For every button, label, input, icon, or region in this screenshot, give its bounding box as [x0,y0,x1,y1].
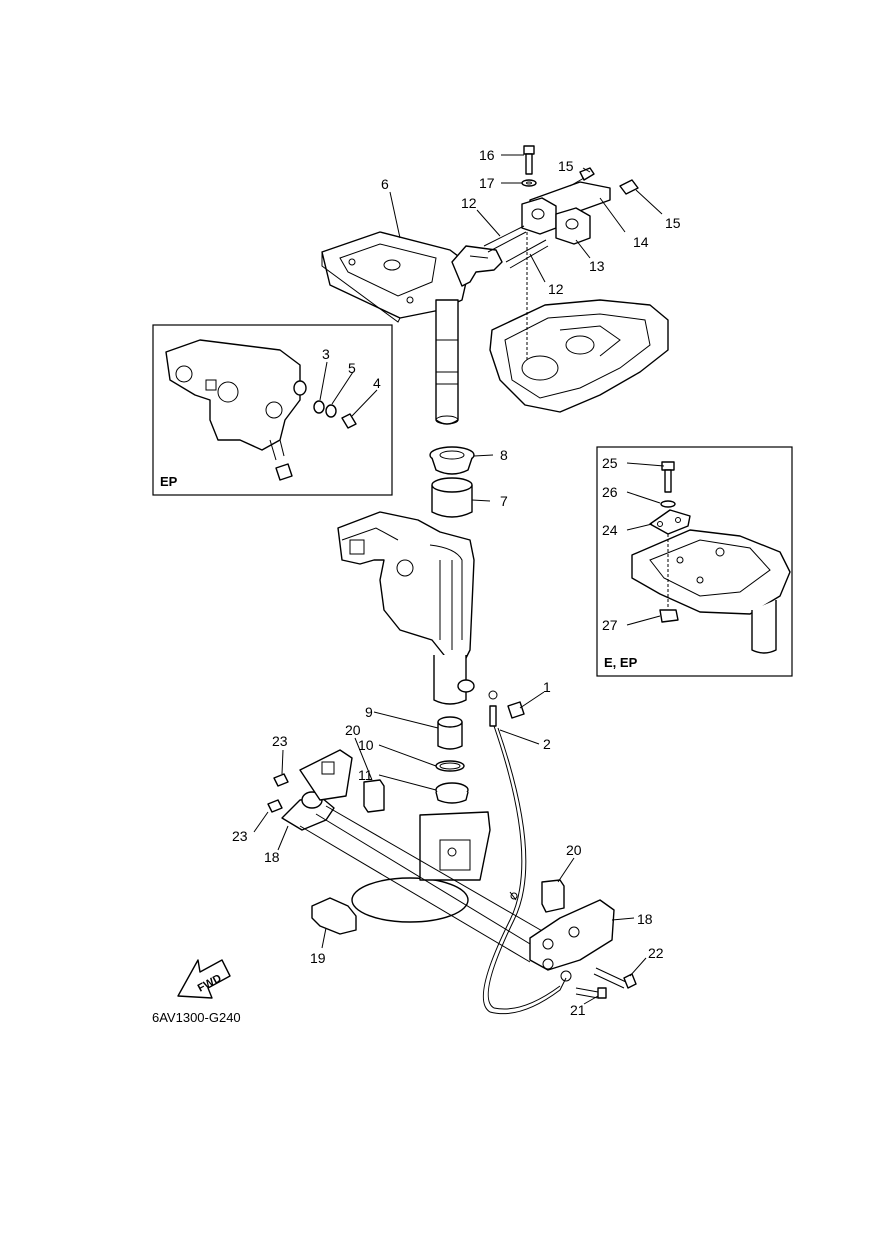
label-11: 11 [358,767,373,783]
label-14: 14 [633,234,649,250]
rubber-mount-assembly [483,145,639,269]
part-number-labels: 16 17 15 15 14 13 12 12 6 8 7 9 10 11 1 … [232,147,681,1018]
swivel-bracket [337,511,475,705]
label-23-top: 23 [272,733,288,749]
label-19: 19 [310,950,326,966]
label-20-right: 20 [566,842,582,858]
label-21: 21 [570,1002,586,1018]
label-24: 24 [602,522,618,538]
label-8: 8 [500,447,508,463]
bushings [429,446,475,518]
label-12-bottom: 12 [548,281,564,297]
lower-bushing-parts [435,716,469,804]
clamp-assembly [267,749,637,999]
inset-e-ep-label: E, EP [604,655,638,670]
label-2: 2 [543,736,551,752]
label-7: 7 [500,493,508,509]
label-25: 25 [602,455,618,471]
label-17: 17 [479,175,495,191]
inset-e-ep [596,446,793,677]
label-22: 22 [648,945,664,961]
label-9: 9 [365,704,373,720]
leader-lines [253,154,665,1005]
label-27: 27 [602,617,618,633]
label-15-right: 15 [665,215,681,231]
label-20-left: 20 [345,722,361,738]
label-26: 26 [602,484,618,500]
label-18-right: 18 [637,911,653,927]
label-12-top: 12 [461,195,477,211]
inset-ep-label: EP [160,474,178,489]
bottom-cowling [489,232,669,413]
label-6: 6 [381,176,389,192]
fwd-arrow-icon [177,959,231,999]
label-18-left: 18 [264,849,280,865]
label-15-top: 15 [558,158,574,174]
ground-lead [482,690,572,1015]
steering-bracket [321,231,503,425]
label-16: 16 [479,147,495,163]
diagram-code: 6AV1300-G240 [152,1010,241,1025]
label-5: 5 [348,360,356,376]
label-10: 10 [358,737,374,753]
label-1: 1 [543,679,551,695]
label-3: 3 [322,346,330,362]
label-4: 4 [373,375,381,391]
label-23-bottom: 23 [232,828,248,844]
label-13: 13 [589,258,605,274]
inset-ep [152,324,393,496]
